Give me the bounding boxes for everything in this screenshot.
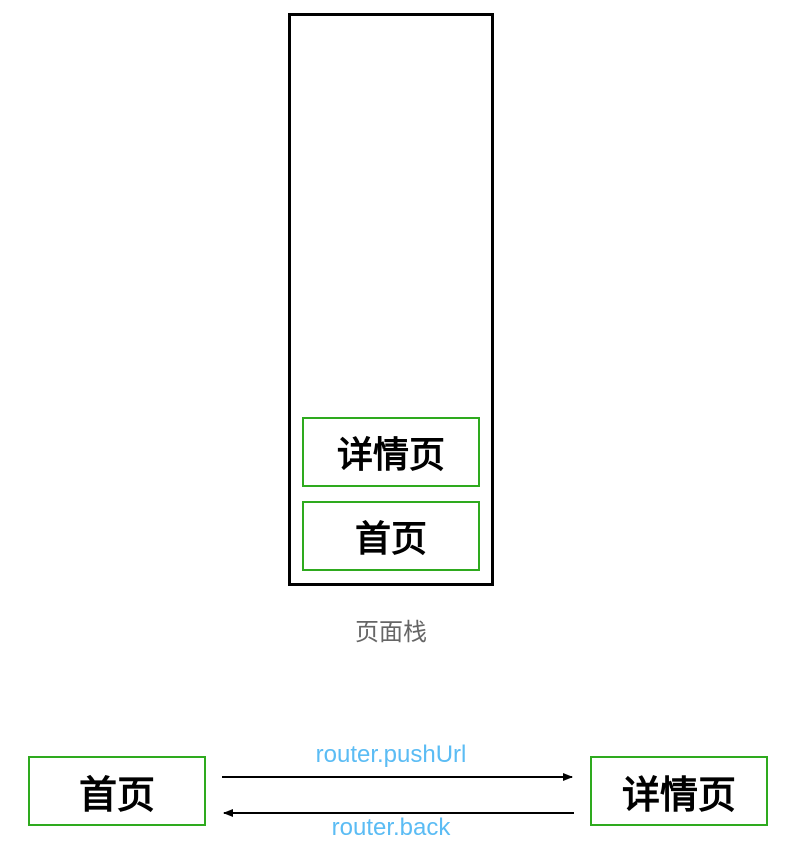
stack-page-home-label: 首页: [354, 519, 427, 560]
stack-page-detail-label: 详情页: [336, 435, 445, 476]
back-arrow-label: router.back: [331, 814, 451, 841]
flow-detail-label: 详情页: [621, 772, 736, 817]
flow-home-label: 首页: [78, 772, 155, 817]
stack-caption: 页面栈: [355, 618, 427, 646]
page-stack-container: [288, 13, 494, 586]
flow-detail-box: 详情页: [590, 756, 768, 826]
push-arrow-label: router.pushUrl: [315, 741, 467, 768]
flow-home-box: 首页: [28, 756, 206, 826]
stack-page-detail: 详情页: [302, 417, 480, 487]
stack-page-home: 首页: [302, 501, 480, 571]
